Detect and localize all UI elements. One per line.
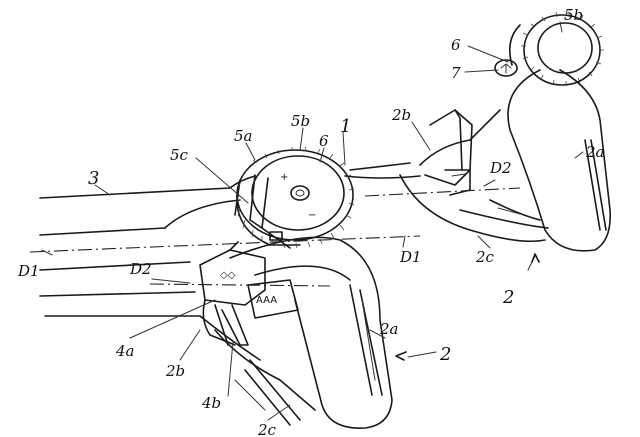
axis-lines [29,187,521,287]
label-4b: 4b [201,394,221,412]
label-5b-top: 5b [564,6,583,24]
handlebar-bar [39,162,421,317]
label-6-mid: 6 [319,132,329,150]
label-7: 7 [451,64,461,82]
label-5c: 5c [170,146,189,164]
label-3: 3 [88,168,99,189]
label-D2-left: D2 [129,260,152,278]
right-grip [399,69,612,252]
label-D2-right: D2 [489,159,512,177]
label-D1-right: D1 [399,248,422,266]
part-symbols: + − ◇◇ AAA [220,172,316,306]
pad-triangles-symbol: ◇◇ [220,270,236,281]
left-switch-pod [199,241,299,346]
label-5b-mid: 5b [291,112,310,130]
minus-symbol: − [308,210,316,221]
label-6-top: 6 [451,36,461,54]
right-switch-pod [424,109,473,196]
label-2a-mid: 2a [379,320,399,338]
label-4a: 4a [115,342,135,360]
label-2-mid: 2 [439,344,451,365]
label-2b-left: 2b [165,362,185,380]
left-grip [199,236,393,429]
plus-symbol: + [280,172,288,183]
label-2b-right: 2b [391,106,411,124]
label-2c-right: 2c [475,248,495,266]
label-D1-left: D1 [17,262,40,280]
label-1: 1 [340,116,351,137]
label-2c-bottom: 2c [257,421,277,437]
leader-lines [41,21,584,421]
reference-labels: 5b 6 7 2b 2a D2 2c 2 3 5c 5a 5b 1 6 D1 D… [17,6,605,437]
label-2a-right: 2a [585,143,605,161]
label-2-right: 2 [502,287,514,308]
pad-a-symbol: AAA [256,295,277,306]
right-dial [494,11,604,86]
label-5a: 5a [234,127,253,145]
central-dial [234,146,355,249]
